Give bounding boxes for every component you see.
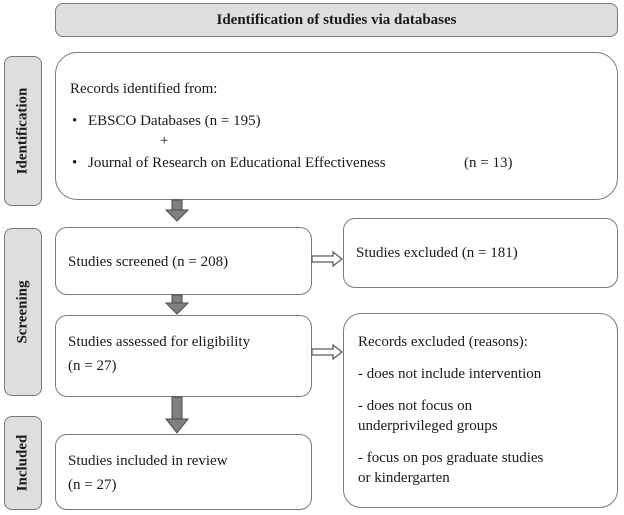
journal-item-count: (n = 13) xyxy=(464,155,513,171)
diagram-title: Identification of studies via databases xyxy=(216,11,457,28)
diagram-header: Identification of studies via databases xyxy=(55,3,618,37)
eligibility-box: Studies assessed for eligibility (n = 27… xyxy=(55,315,312,397)
eligibility-line2: (n = 27) xyxy=(68,358,117,374)
reason-1: - does not include intervention xyxy=(358,366,542,382)
arrow-down-3 xyxy=(164,396,190,434)
studies-excluded-text: Studies excluded (n = 181) xyxy=(356,245,518,261)
journal-item: Journal of Research on Educational Effec… xyxy=(88,155,386,171)
studies-included-box: Studies included in review (n = 27) xyxy=(55,434,312,510)
included-line2: (n = 27) xyxy=(68,477,117,493)
studies-screened-text: Studies screened (n = 208) xyxy=(68,254,229,270)
records-identified-heading: Records identified from: xyxy=(70,81,218,97)
phase-included: Included xyxy=(4,416,42,510)
arrow-down-2 xyxy=(164,294,190,315)
arrow-right-2 xyxy=(311,343,343,361)
reason-3-line1: - focus on pos graduate studies xyxy=(358,450,544,466)
reasons-heading: Records excluded (reasons): xyxy=(358,334,528,350)
studies-excluded-box: Studies excluded (n = 181) xyxy=(343,218,618,288)
bullet-1: • xyxy=(72,113,78,129)
reason-3-line2: or kindergarten xyxy=(358,470,450,486)
plus-sign: + xyxy=(160,133,169,149)
eligibility-line1: Studies assessed for eligibility xyxy=(68,334,251,350)
reason-2-line1: - does not focus on xyxy=(358,398,473,414)
records-excluded-reasons-box: Records excluded (reasons): - does not i… xyxy=(343,313,618,508)
arrow-right-1 xyxy=(311,250,343,268)
ebsco-databases-item: EBSCO Databases (n = 195) xyxy=(88,113,261,129)
phase-screening: Screening xyxy=(4,228,42,396)
arrow-down-1 xyxy=(164,199,190,222)
bullet-2: • xyxy=(72,155,78,171)
records-identified-box: Records identified from: • EBSCO Databas… xyxy=(55,52,618,200)
included-line1: Studies included in review xyxy=(68,453,228,469)
phase-identification: Identification xyxy=(4,56,42,206)
studies-screened-box: Studies screened (n = 208) xyxy=(55,227,312,295)
reason-2-line2: underprivileged groups xyxy=(358,418,498,434)
